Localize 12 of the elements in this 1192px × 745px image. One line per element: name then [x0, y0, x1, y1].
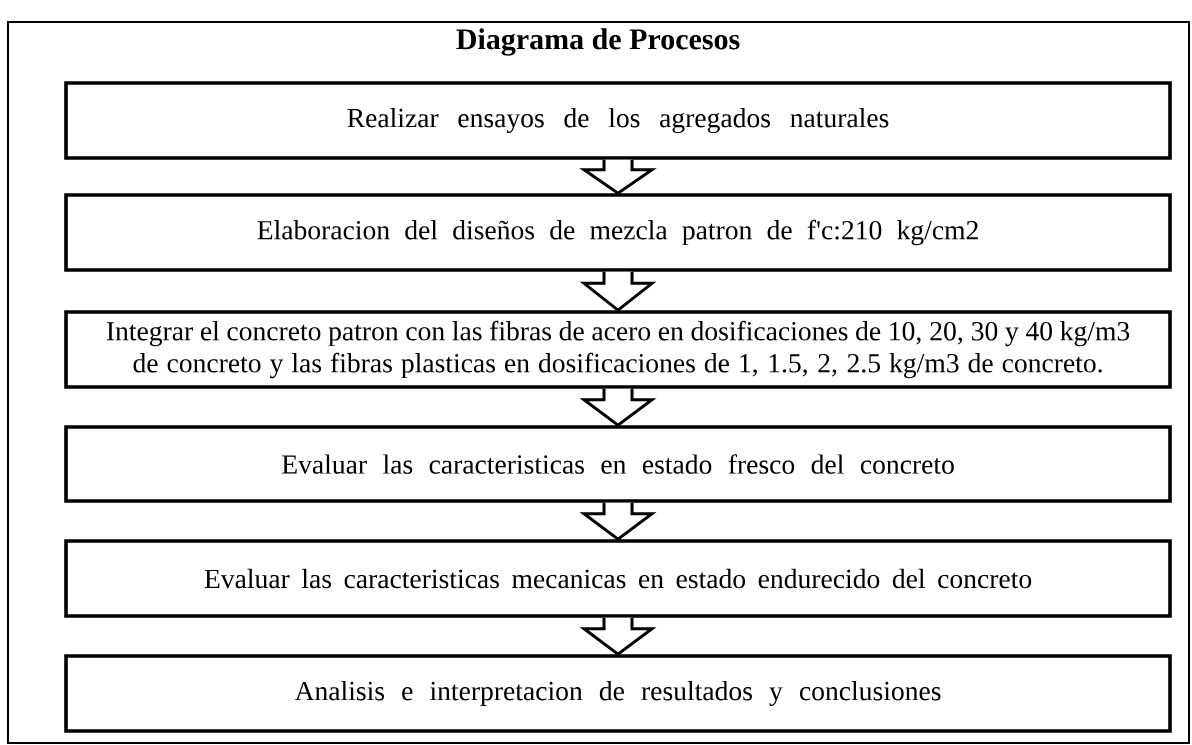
- process-box: Realizar ensayos de los agregados naturales: [64, 81, 1172, 160]
- process-box: Elaboracion del diseños de mezcla patron de f'c:210 kg/cm2: [64, 193, 1172, 272]
- block-arrow: [579, 616, 657, 657]
- process-box: Evaluar las caracteristicas en estado fresco del concreto: [64, 425, 1172, 503]
- process-box: Evaluar las caracteristicas mecanicas en estado endurecido del concreto: [64, 539, 1172, 618]
- block-arrow: [579, 270, 657, 313]
- block-arrow: [579, 387, 657, 428]
- block-arrow: [579, 158, 657, 196]
- process-box: Analisis e interpretacion de resultados y conclusiones: [64, 654, 1172, 733]
- process-box: Integrar el concreto patron con las fibras de acero en dosificaciones de 10, 20, 30 y 40 kg/m3 de concreto y las fibras plasticas en dosificaciones de 1, 1.5, 2, 2.5 kg/m3 de concreto.: [64, 310, 1172, 389]
- block-arrow: [579, 501, 657, 542]
- title: Diagrama de Procesos: [456, 28, 740, 56]
